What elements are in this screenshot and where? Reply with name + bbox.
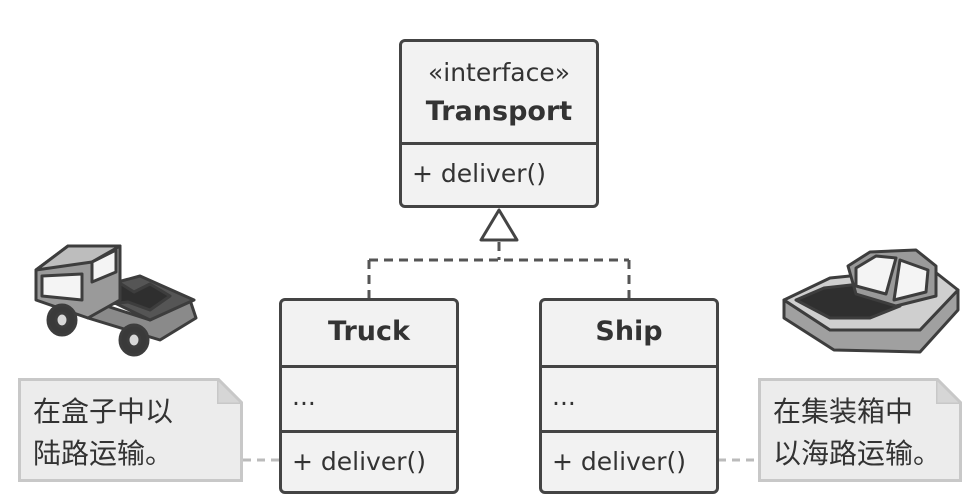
ship-header: Ship (542, 301, 716, 365)
realization-arrowhead (479, 208, 519, 242)
truck-note: 在盒子中以 陆路运输。 (18, 378, 243, 482)
transport-methods: + deliver() (402, 142, 596, 205)
ship-note-text: 在集装箱中 以海路运输。 (773, 395, 942, 470)
ship-methods: + deliver() (542, 430, 716, 491)
ship-note-fold (936, 378, 962, 404)
truck-note-text: 在盒子中以 陆路运输。 (33, 395, 174, 470)
truck-fields: ... (282, 365, 456, 430)
truck-method: + deliver() (292, 447, 426, 476)
ship-note: 在集装箱中 以海路运输。 (758, 378, 962, 482)
truck-name: Truck (328, 316, 410, 347)
ship-method: + deliver() (552, 447, 686, 476)
transport-stereotype: «interface» (427, 58, 571, 87)
ship-fields: ... (542, 365, 716, 430)
transport-header: «interface» Transport (402, 42, 596, 142)
truck-note-fold (217, 378, 243, 404)
truck-fields-text: ... (292, 382, 316, 411)
transport-name: Transport (425, 96, 573, 127)
truck-header: Truck (282, 301, 456, 365)
ship-name: Ship (595, 316, 663, 347)
realization-lines (367, 242, 631, 298)
truck-methods: + deliver() (282, 430, 456, 491)
truck-class: Truck ... + deliver() (279, 298, 459, 494)
transport-method: + deliver() (412, 159, 546, 188)
truck-icon (34, 244, 198, 357)
ship-fields-text: ... (552, 382, 576, 411)
ship-icon (782, 248, 960, 354)
transport-class: «interface» Transport + deliver() (399, 39, 599, 208)
ship-class: Ship ... + deliver() (539, 298, 719, 494)
